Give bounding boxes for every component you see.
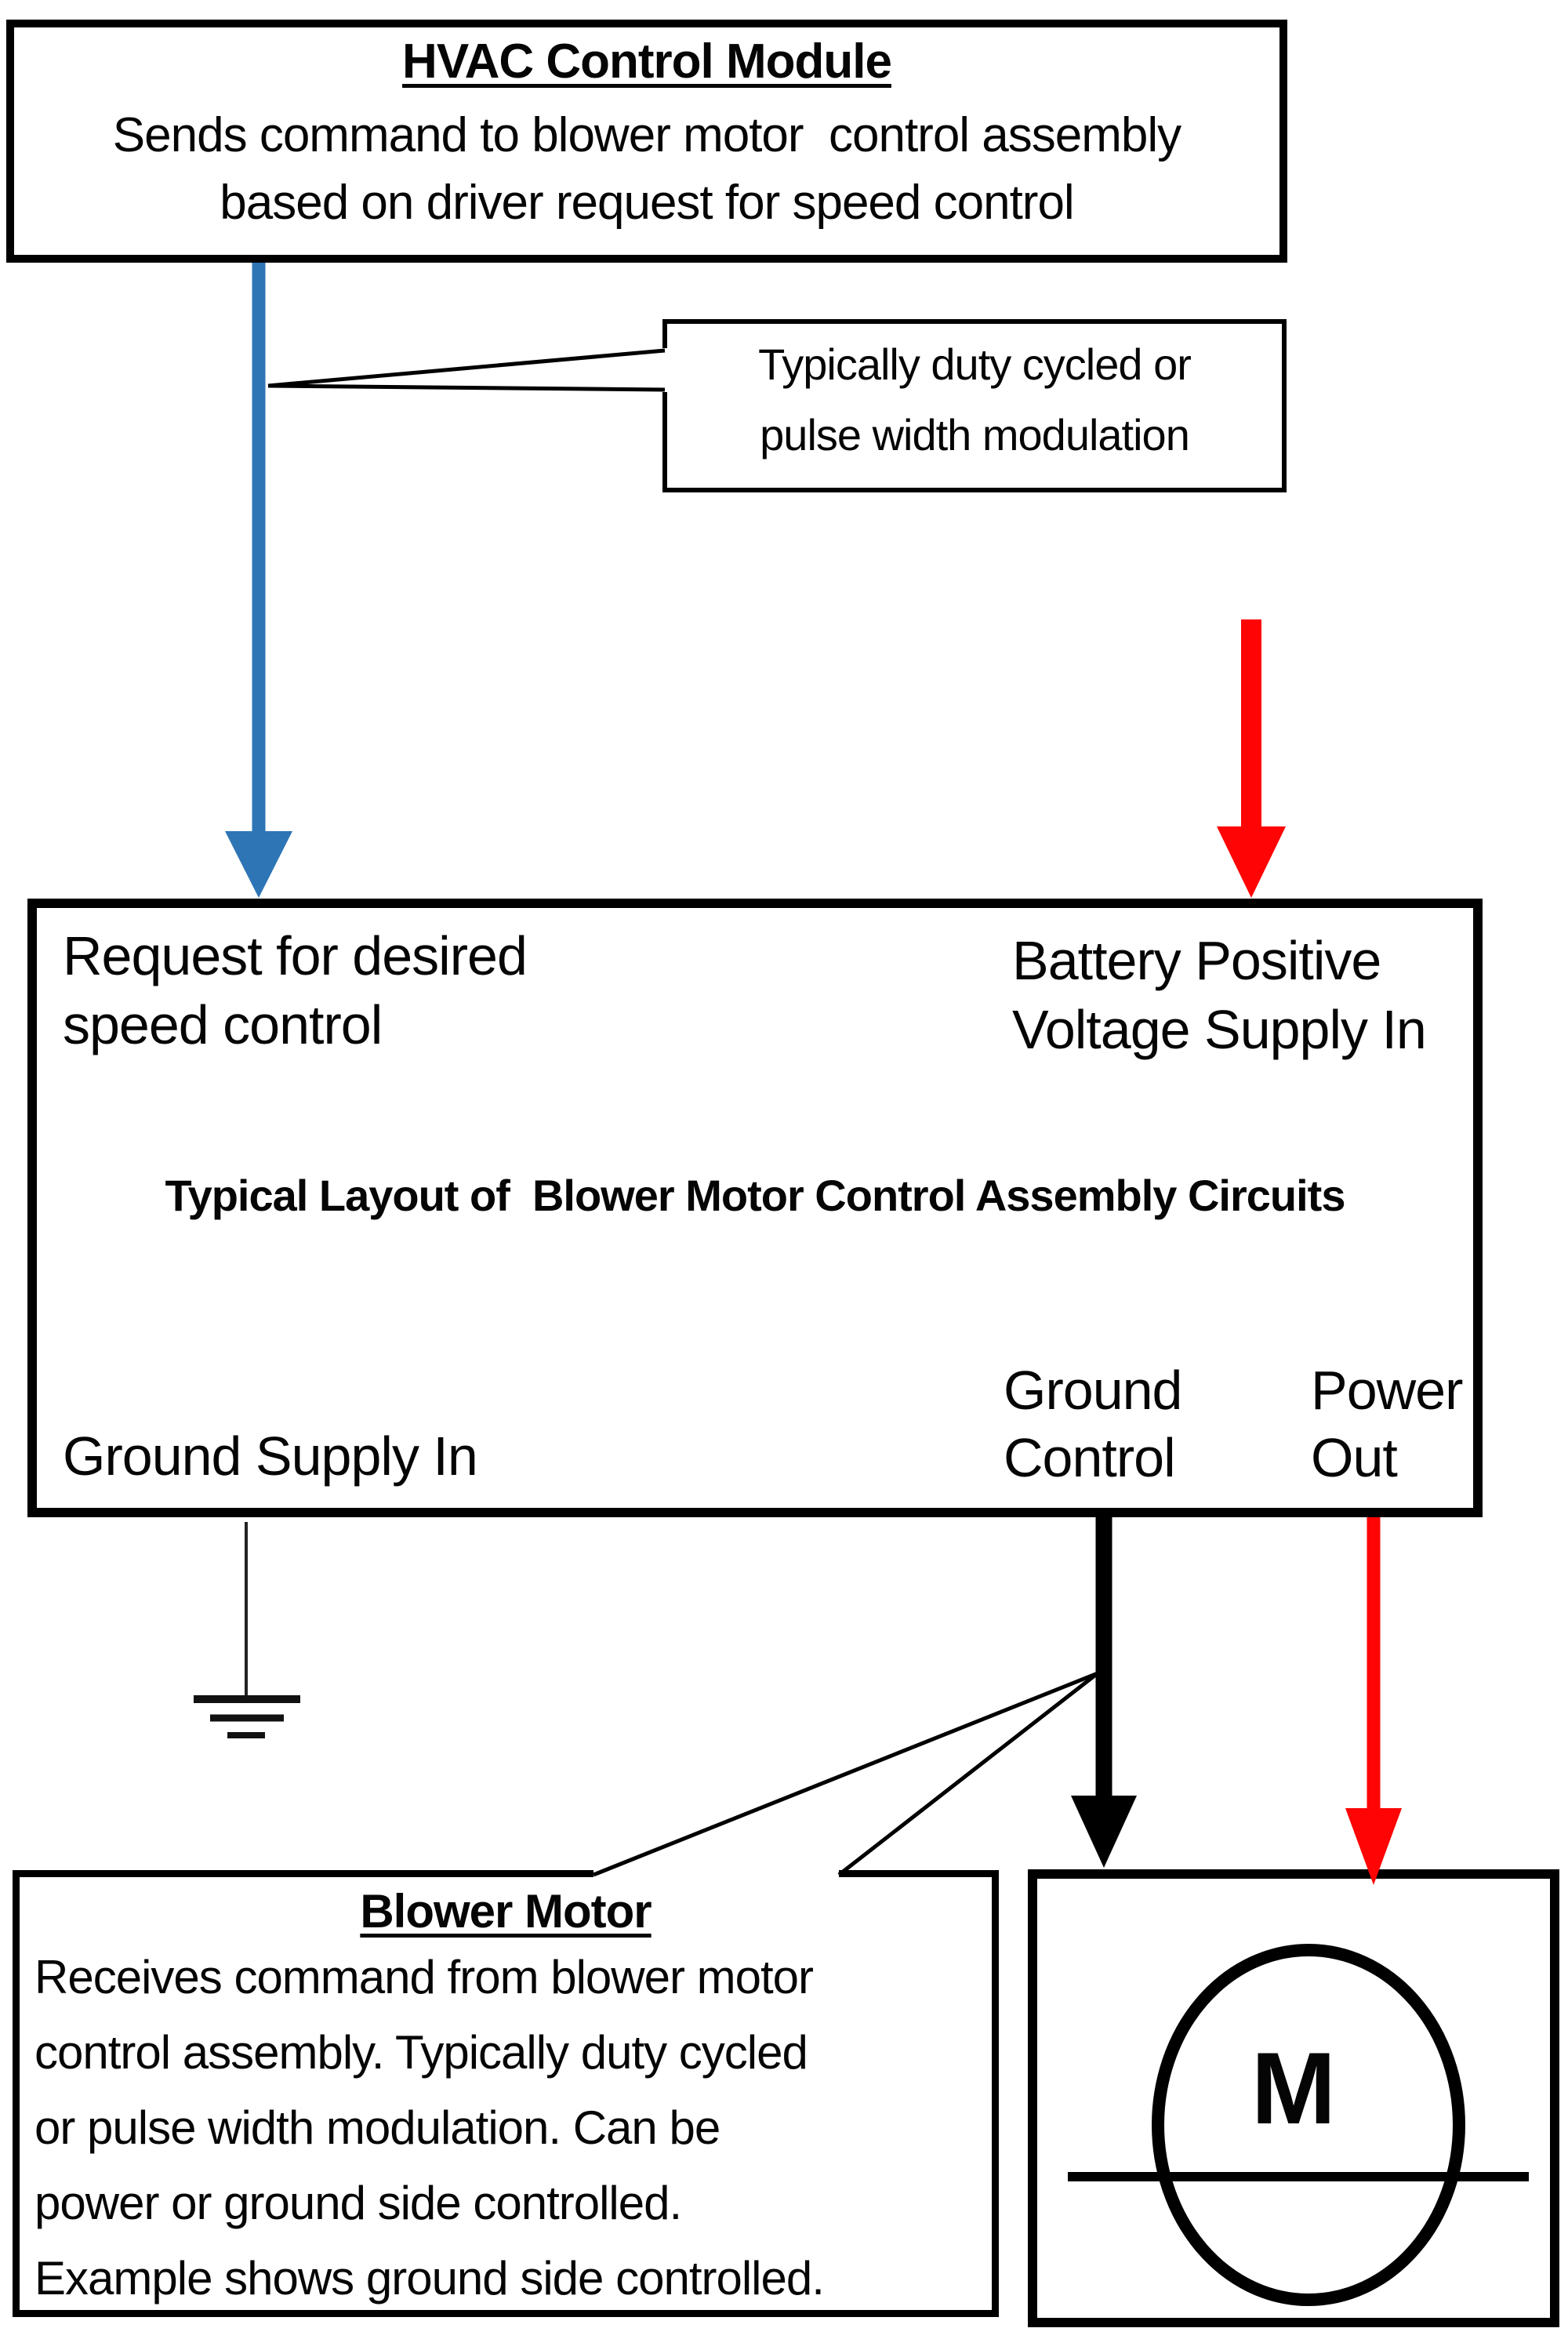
blower-motor-body-line1: Receives command from blower motor (34, 1951, 814, 2003)
request-speed-label-line2: speed control (63, 994, 383, 1055)
hvac-box-title: HVAC Control Module (402, 35, 892, 89)
blower-callout-pointer-left-line (593, 1671, 1098, 1877)
blue-speed-command-arrow-icon (225, 263, 292, 898)
ground-supply-in-label: Ground Supply In (63, 1426, 478, 1487)
ground-control-label-line1: Ground (1004, 1360, 1182, 1421)
pwm-callout-line2: pulse width modulation (760, 410, 1190, 459)
ground-control-label-line2: Control (1004, 1427, 1176, 1488)
blower-motor-body-line2: control assembly. Typically duty cycled (34, 2026, 808, 2079)
black-ground-control-arrow-icon (1071, 1517, 1137, 1868)
hvac-box-description-line1: Sends command to blower motor control as… (112, 108, 1181, 162)
motor-m-label: M (1250, 2031, 1337, 2145)
blower-callout-pointer-right-line (837, 1672, 1099, 1876)
red-battery-supply-arrow-icon (1217, 619, 1286, 898)
red-power-out-arrow-icon (1345, 1517, 1402, 1885)
blower-motor-body-line5: Example shows ground side controlled. (34, 2252, 825, 2304)
blower-motor-callout-box (13, 1870, 999, 2317)
blower-motor-control-assembly-box (27, 899, 1483, 1517)
pwm-callout-pointer-lower-line (267, 383, 666, 392)
pwm-callout-line1: Typically duty cycled or (758, 340, 1192, 389)
battery-positive-label-line1: Battery Positive (1012, 930, 1381, 991)
blower-motor-body-line3: or pulse width modulation. Can be (34, 2101, 720, 2154)
power-out-label-line1: Power (1311, 1360, 1463, 1421)
control-assembly-box-title: Typical Layout of Blower Motor Control A… (165, 1171, 1346, 1220)
blower-motor-body-line4: power or ground side controlled. (34, 2177, 682, 2229)
ground-symbol-icon (194, 1522, 300, 1738)
battery-positive-label-line2: Voltage Supply In (1012, 999, 1427, 1060)
pwm-callout-box (662, 319, 1287, 492)
hvac-control-module-box (6, 20, 1287, 263)
hvac-box-description-line2: based on driver request for speed contro… (220, 176, 1074, 230)
power-out-label-line2: Out (1311, 1427, 1398, 1488)
request-speed-label-line1: Request for desired (63, 925, 528, 986)
blower-motor-box-title: Blower Motor (360, 1885, 652, 1938)
pwm-callout-pointer-upper-line (267, 348, 666, 388)
